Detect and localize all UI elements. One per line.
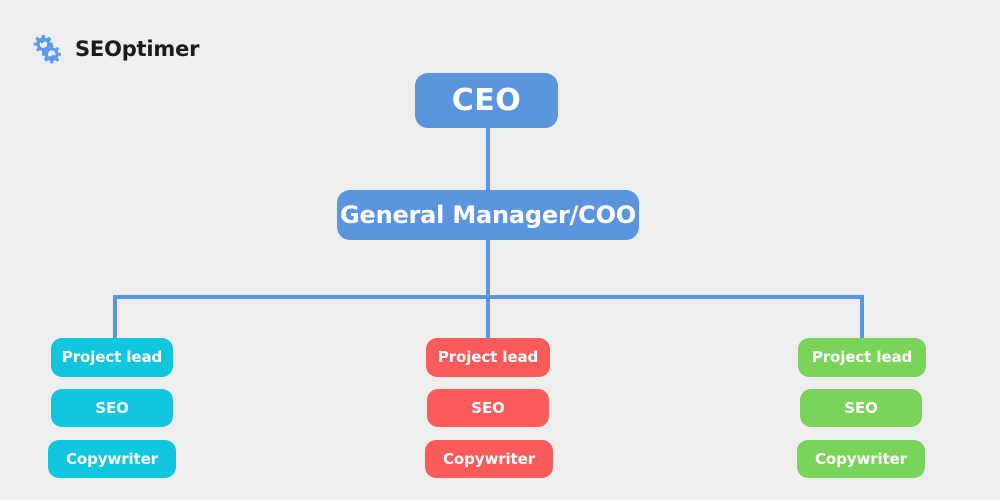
node-team-green-project-lead[interactable]: Project lead: [798, 338, 926, 377]
brand-name: SEOptimer: [75, 37, 200, 61]
connector-coo-to-middle-column: [486, 240, 490, 338]
node-team-green-copywriter[interactable]: Copywriter: [797, 440, 925, 478]
node-team-red-seo[interactable]: SEO: [427, 389, 549, 427]
connector-ceo-to-coo: [486, 128, 490, 190]
node-team-cyan-project-lead[interactable]: Project lead: [51, 338, 173, 377]
connector-horizontal-bus: [113, 295, 864, 299]
connector-bus-to-left-column: [113, 295, 117, 338]
node-team-green-seo[interactable]: SEO: [800, 389, 922, 427]
node-general-manager-coo[interactable]: General Manager/COO: [337, 190, 639, 240]
node-ceo[interactable]: CEO: [415, 73, 558, 128]
connector-bus-to-right-column: [860, 295, 864, 338]
seoptimer-gears-icon: [28, 30, 66, 68]
node-team-red-project-lead[interactable]: Project lead: [426, 338, 550, 377]
brand-logo: SEOptimer: [28, 30, 199, 68]
node-team-red-copywriter[interactable]: Copywriter: [425, 440, 553, 478]
node-team-cyan-copywriter[interactable]: Copywriter: [48, 440, 176, 478]
node-team-cyan-seo[interactable]: SEO: [51, 389, 173, 427]
